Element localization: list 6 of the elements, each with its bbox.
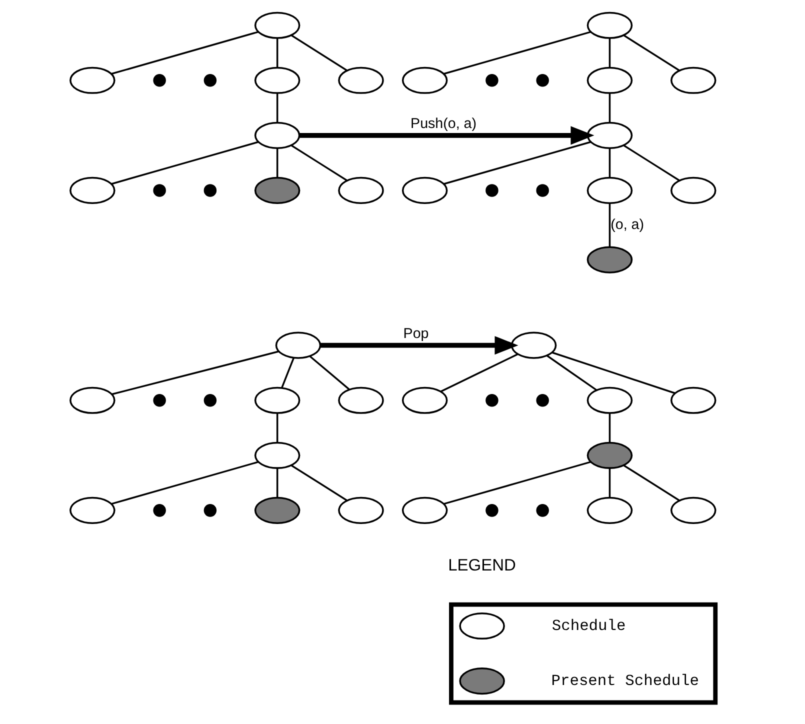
edge-label: (o, a) bbox=[610, 216, 644, 233]
legend-label: Present Schedule bbox=[550, 672, 699, 690]
label: LEGEND bbox=[448, 556, 516, 574]
edge-label: Push(o, a) bbox=[410, 116, 476, 132]
edge-label: Pop bbox=[402, 326, 428, 342]
legend-label: Schedule bbox=[551, 617, 626, 636]
